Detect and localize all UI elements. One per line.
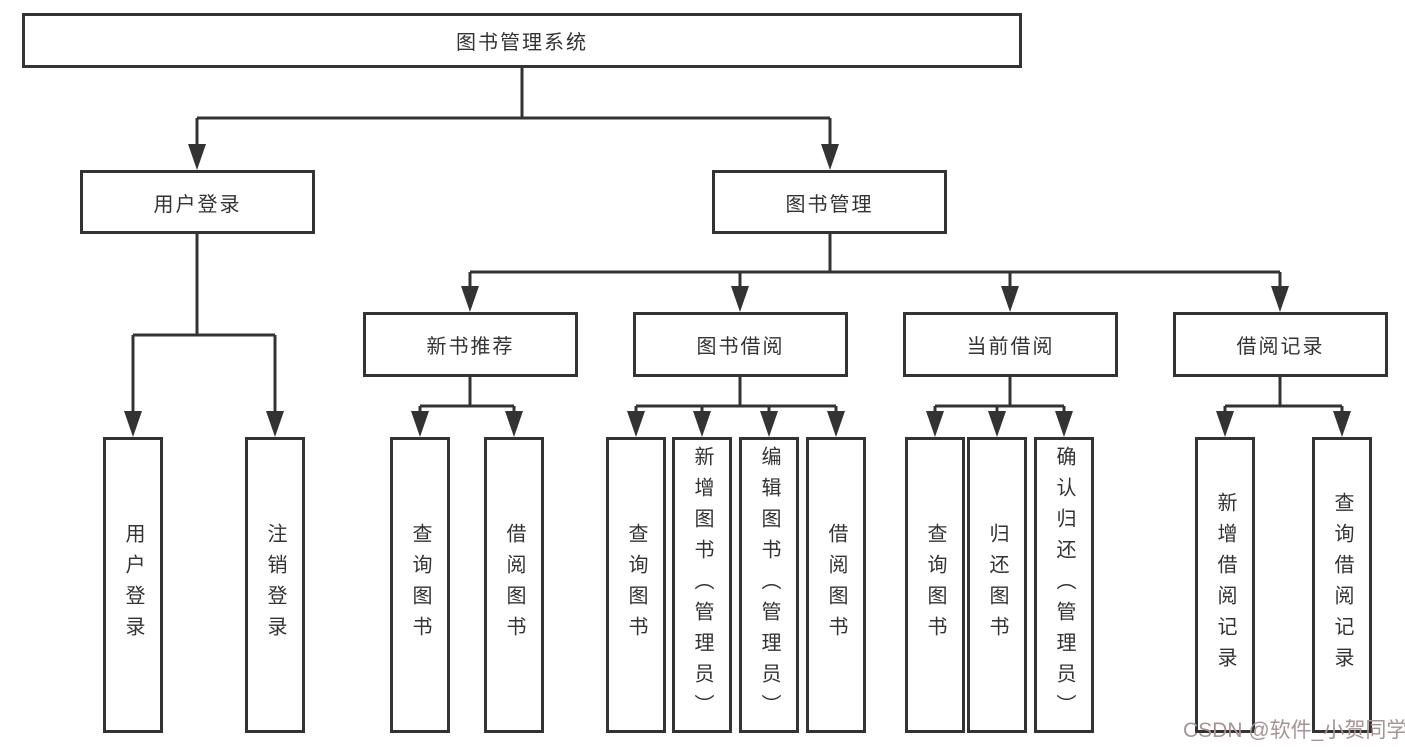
node-label: 新书推荐 (426, 336, 515, 358)
node-label: 用户登录 (122, 523, 144, 647)
leaf-user-login: 用户登录 (103, 437, 163, 733)
leaf-edit-books-admin: 编辑图书（管理员） (739, 437, 799, 733)
leaf-query-borrow-record: 查询借阅记录 (1312, 437, 1372, 733)
node-label: 图书借阅 (696, 336, 785, 358)
csdn-watermark: CSDN @软件_小贺同学 (1183, 719, 1405, 742)
node-label: 编辑图书（管理员） (758, 445, 780, 725)
node-user-login: 用户登录 (80, 170, 315, 234)
leaf-confirm-return-admin: 确认归还（管理员） (1034, 437, 1094, 733)
arrowheads (124, 144, 1351, 437)
node-label: 借阅图书 (825, 523, 847, 647)
leaf-query-books-3: 查询图书 (905, 437, 965, 733)
connectors (131, 68, 1344, 415)
leaf-query-books-2: 查询图书 (606, 437, 666, 733)
node-label: 查询图书 (924, 523, 946, 647)
leaf-logout: 注销登录 (245, 437, 305, 733)
node-label: 查询图书 (409, 523, 431, 647)
node-current-borrowing: 当前借阅 (903, 312, 1118, 377)
node-book-management: 图书管理 (712, 170, 947, 234)
node-label: 借阅图书 (503, 523, 525, 647)
leaf-add-borrow-record: 新增借阅记录 (1195, 437, 1255, 733)
node-label: 新增借阅记录 (1214, 492, 1236, 678)
leaf-query-books-1: 查询图书 (390, 437, 450, 733)
leaf-add-books-admin: 新增图书（管理员） (672, 437, 732, 733)
node-label: 查询借阅记录 (1331, 492, 1353, 678)
leaf-return-books: 归还图书 (967, 437, 1027, 733)
node-library-system: 图书管理系统 (22, 13, 1022, 68)
node-label: 图书管理系统 (456, 32, 588, 54)
node-label: 确认归还（管理员） (1053, 445, 1075, 725)
node-label: 当前借阅 (966, 336, 1055, 358)
node-label: 用户登录 (153, 193, 242, 216)
node-label: 图书管理 (785, 193, 874, 216)
node-book-borrowing: 图书借阅 (633, 312, 848, 377)
node-borrowing-records: 借阅记录 (1173, 312, 1388, 377)
node-new-book-recommend: 新书推荐 (363, 312, 578, 377)
leaf-borrow-books-1: 借阅图书 (484, 437, 544, 733)
node-label: 查询图书 (625, 523, 647, 647)
node-label: 借阅记录 (1236, 336, 1325, 358)
node-label: 注销登录 (264, 523, 286, 647)
node-label: 归还图书 (986, 523, 1008, 647)
node-label: 新增图书（管理员） (691, 445, 713, 725)
leaf-borrow-books-2: 借阅图书 (806, 437, 866, 733)
